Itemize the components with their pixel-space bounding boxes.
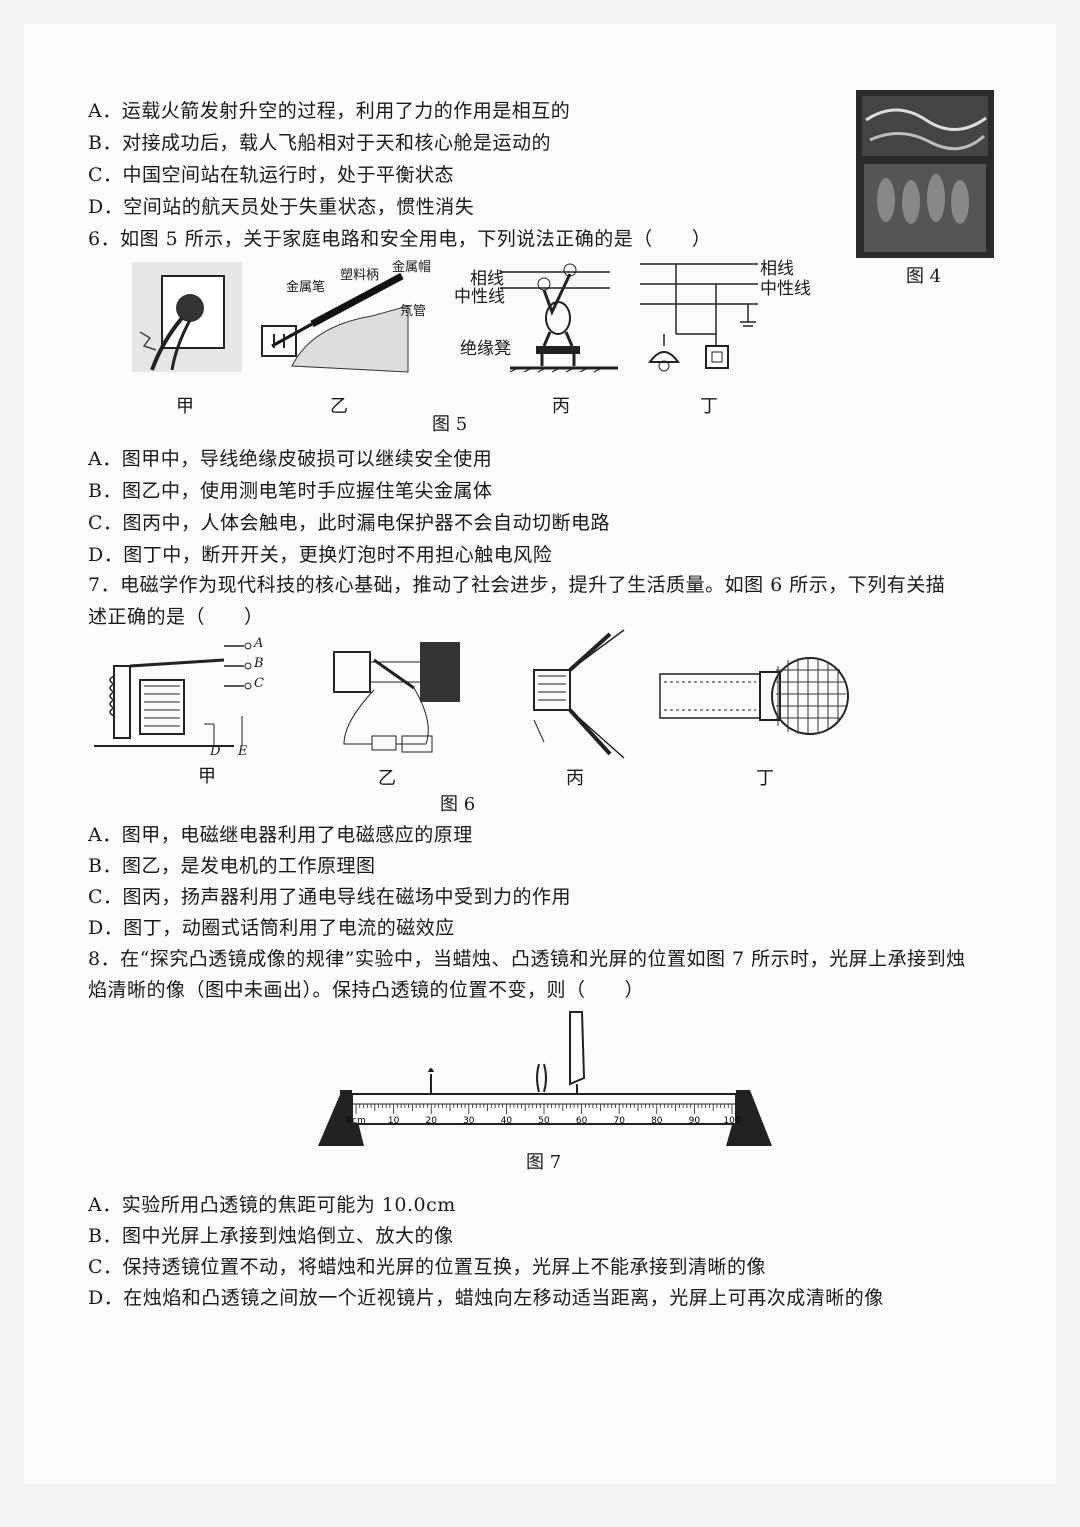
fig6-bing-speaker bbox=[533, 629, 625, 759]
fig6-caption-yi: 乙 bbox=[378, 768, 396, 789]
fig6-yi-magnet-circuit bbox=[333, 642, 460, 753]
q5-option-a: A．运载火箭发射升空的过程，利用了力的作用是相互的 bbox=[88, 100, 571, 122]
fig5-bing-person-on-stool bbox=[500, 263, 618, 373]
ruler-tick-label: 80 bbox=[651, 1116, 663, 1126]
q5-option-d: D．空间站的航天员处于失重状态，惯性消失 bbox=[88, 196, 475, 218]
fig7-caption: 图 7 bbox=[526, 1152, 562, 1173]
q6-option-c: C．图丙中，人体会触电，此时漏电保护器不会自动切断电路 bbox=[88, 512, 611, 534]
fig6-caption-ding: 丁 bbox=[756, 768, 774, 789]
fig6-ding-microphone bbox=[659, 657, 849, 735]
q6-option-d: D．图丁中，断开开关，更换灯泡时不用担心触电风险 bbox=[88, 544, 553, 566]
q7-option-d: D．图丁，动圈式话筒利用了电流的磁效应 bbox=[88, 917, 455, 939]
relay-terminal-b: B bbox=[254, 656, 264, 671]
q5-option-c: C．中国空间站在轨运行时，处于平衡状态 bbox=[88, 164, 455, 186]
fig5-caption-jia: 甲 bbox=[176, 396, 194, 417]
figure-4-photo bbox=[856, 90, 994, 258]
q8-option-b: B．图中光屏上承接到烛焰倒立、放大的像 bbox=[88, 1225, 454, 1247]
q7-option-c: C．图丙，扬声器利用了通电导线在磁场中受到力的作用 bbox=[88, 886, 572, 908]
ruler-tick-label: 20 bbox=[425, 1116, 437, 1126]
q8-option-c: C．保持透镜位置不动，将蜡烛和光屏的位置互换，光屏上不能承接到清晰的像 bbox=[88, 1256, 767, 1278]
ruler-tick-label: 70 bbox=[613, 1116, 625, 1126]
label-su-liao-bing: 塑料柄 bbox=[340, 268, 380, 283]
label-zhong-xing-xian: 中性线 bbox=[454, 287, 505, 307]
q8-option-a: A．实验所用凸透镜的焦距可能为 10.0cm bbox=[88, 1194, 456, 1216]
q6-option-a: A．图甲中，导线绝缘皮破损可以继续安全使用 bbox=[88, 448, 493, 470]
relay-terminal-c: C bbox=[254, 676, 264, 691]
q8-stem-line1: 8．在“探究凸透镜成像的规律”实验中，当蜡烛、凸透镜和光屏的位置如图 7 所示时… bbox=[88, 948, 966, 970]
light-screen bbox=[569, 1011, 586, 1086]
q5-option-b: B．对接成功后，载人飞船相对于天和核心舱是运动的 bbox=[88, 132, 551, 154]
q7-stem-line1: 7．电磁学作为现代科技的核心基础，推动了社会进步，提升了生活质量。如图 6 所示… bbox=[88, 574, 946, 596]
q8-option-d: D．在烛焰和凸透镜之间放一个近视镜片，蜡烛向左移动适当距离，光屏上可再次成清晰的… bbox=[88, 1287, 884, 1309]
q8-stem-line2: 焰清晰的像（图中未画出）。保持凸透镜的位置不变，则（ ） bbox=[88, 979, 645, 1001]
fig6-caption-jia: 甲 bbox=[198, 766, 216, 787]
fig5-caption-bing: 丙 bbox=[552, 396, 570, 417]
ruler-tick-label: 50 bbox=[538, 1116, 550, 1126]
ruler-tick-label: 10 bbox=[388, 1116, 400, 1126]
fig5-jia-socket bbox=[132, 262, 242, 372]
ruler-tick-label: 90 bbox=[689, 1116, 701, 1126]
label-zhong-xing-xian-2: 中性线 bbox=[760, 279, 811, 299]
label-xiang-xian-2: 相线 bbox=[760, 259, 794, 279]
fig5-ding-lamp-circuit bbox=[640, 263, 758, 372]
relay-terminal-a: A bbox=[254, 636, 264, 651]
label-xiang-xian: 相线 bbox=[470, 269, 504, 289]
candle-flame bbox=[428, 1068, 434, 1072]
label-jin-shu-mao: 金属帽 bbox=[392, 260, 432, 275]
convex-lens bbox=[536, 1063, 547, 1093]
fig6-jia-relay bbox=[94, 642, 252, 747]
fig5-yi-test-pen bbox=[261, 272, 409, 373]
fig5-caption-ding: 丁 bbox=[700, 396, 718, 417]
q6-option-b: B．图乙中，使用测电笔时手应握住笔尖金属体 bbox=[88, 480, 493, 502]
fig7-optical-bench: 0cm 10 20 30 40 50 60 70 80 90 100 bbox=[318, 1011, 772, 1146]
fig5-caption-yi: 乙 bbox=[330, 396, 348, 417]
ruler-tick-label: 0cm bbox=[346, 1116, 365, 1126]
fig6-caption-bing: 丙 bbox=[566, 768, 584, 789]
fig5-caption: 图 5 bbox=[432, 414, 468, 435]
ruler-tick-label: 60 bbox=[576, 1116, 588, 1126]
q7-stem-line2: 述正确的是（ ） bbox=[88, 606, 264, 628]
q7-option-b: B．图乙，是发电机的工作原理图 bbox=[88, 855, 376, 877]
label-jue-yuan-deng: 绝缘凳 bbox=[460, 339, 511, 359]
ruler-tick-label: 30 bbox=[463, 1116, 475, 1126]
relay-terminal-e: E bbox=[238, 744, 248, 759]
ruler-tick-label: 100 bbox=[723, 1116, 740, 1126]
q7-option-a: A．图甲，电磁继电器利用了电磁感应的原理 bbox=[88, 824, 473, 846]
label-nai-guan: 氖管 bbox=[400, 304, 427, 319]
ruler-tick-label: 40 bbox=[501, 1116, 513, 1126]
relay-terminal-d: D bbox=[210, 744, 221, 759]
label-jin-shu-bi: 金属笔 bbox=[286, 280, 326, 295]
fig6-caption: 图 6 bbox=[440, 794, 476, 815]
figure-4-caption: 图 4 bbox=[906, 266, 942, 287]
q6-stem: 6．如图 5 所示，关于家庭电路和安全用电，下列说法正确的是（ ） bbox=[88, 228, 712, 250]
